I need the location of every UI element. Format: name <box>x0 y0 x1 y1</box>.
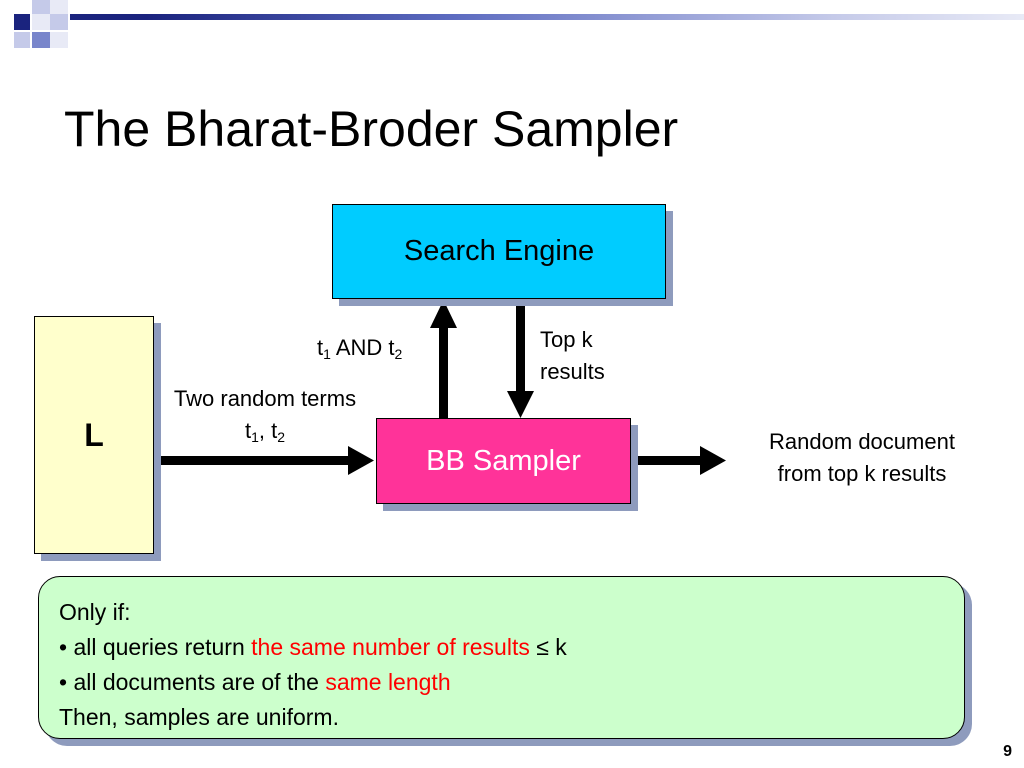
arrow-l-to-sampler <box>154 446 374 475</box>
arrow-engine-to-sampler <box>507 299 534 418</box>
search-engine-label: Search Engine <box>403 235 595 267</box>
note-line-3: • all documents are of the same length <box>59 669 451 695</box>
search-engine-box: Search Engine <box>332 204 666 299</box>
bb-sampler-box: BB Sampler <box>376 418 631 504</box>
note-line-1: Only if: <box>59 599 131 625</box>
query-label: t1 AND t2 <box>317 335 403 362</box>
output-label: Random document from top k results <box>769 429 955 486</box>
deco-square <box>32 32 50 48</box>
deco-square <box>14 32 30 48</box>
deco-square <box>32 0 50 14</box>
arrow-sampler-to-engine <box>430 300 457 418</box>
arrow-sampler-to-output <box>632 446 726 475</box>
deco-square <box>32 14 50 30</box>
topk-label: Top k results <box>540 327 605 384</box>
note-line-4: Then, samples are uniform. <box>59 704 339 730</box>
l-label: L <box>84 416 104 453</box>
note-line-2: • all queries return the same number of … <box>59 634 567 660</box>
slide-title: The Bharat-Broder Sampler <box>64 101 679 157</box>
random-terms-label: Two random terms t1, t2 <box>173 386 357 445</box>
deco-square <box>50 0 68 14</box>
header-rule <box>70 14 1024 20</box>
conditions-note: Only if: • all queries return the same n… <box>38 576 965 739</box>
deco-square <box>50 14 68 30</box>
deco-square <box>50 32 68 48</box>
bb-sampler-label: BB Sampler <box>426 444 581 477</box>
l-box: L <box>34 316 154 554</box>
deco-square <box>14 14 30 30</box>
page-number: 9 <box>1003 743 1012 760</box>
